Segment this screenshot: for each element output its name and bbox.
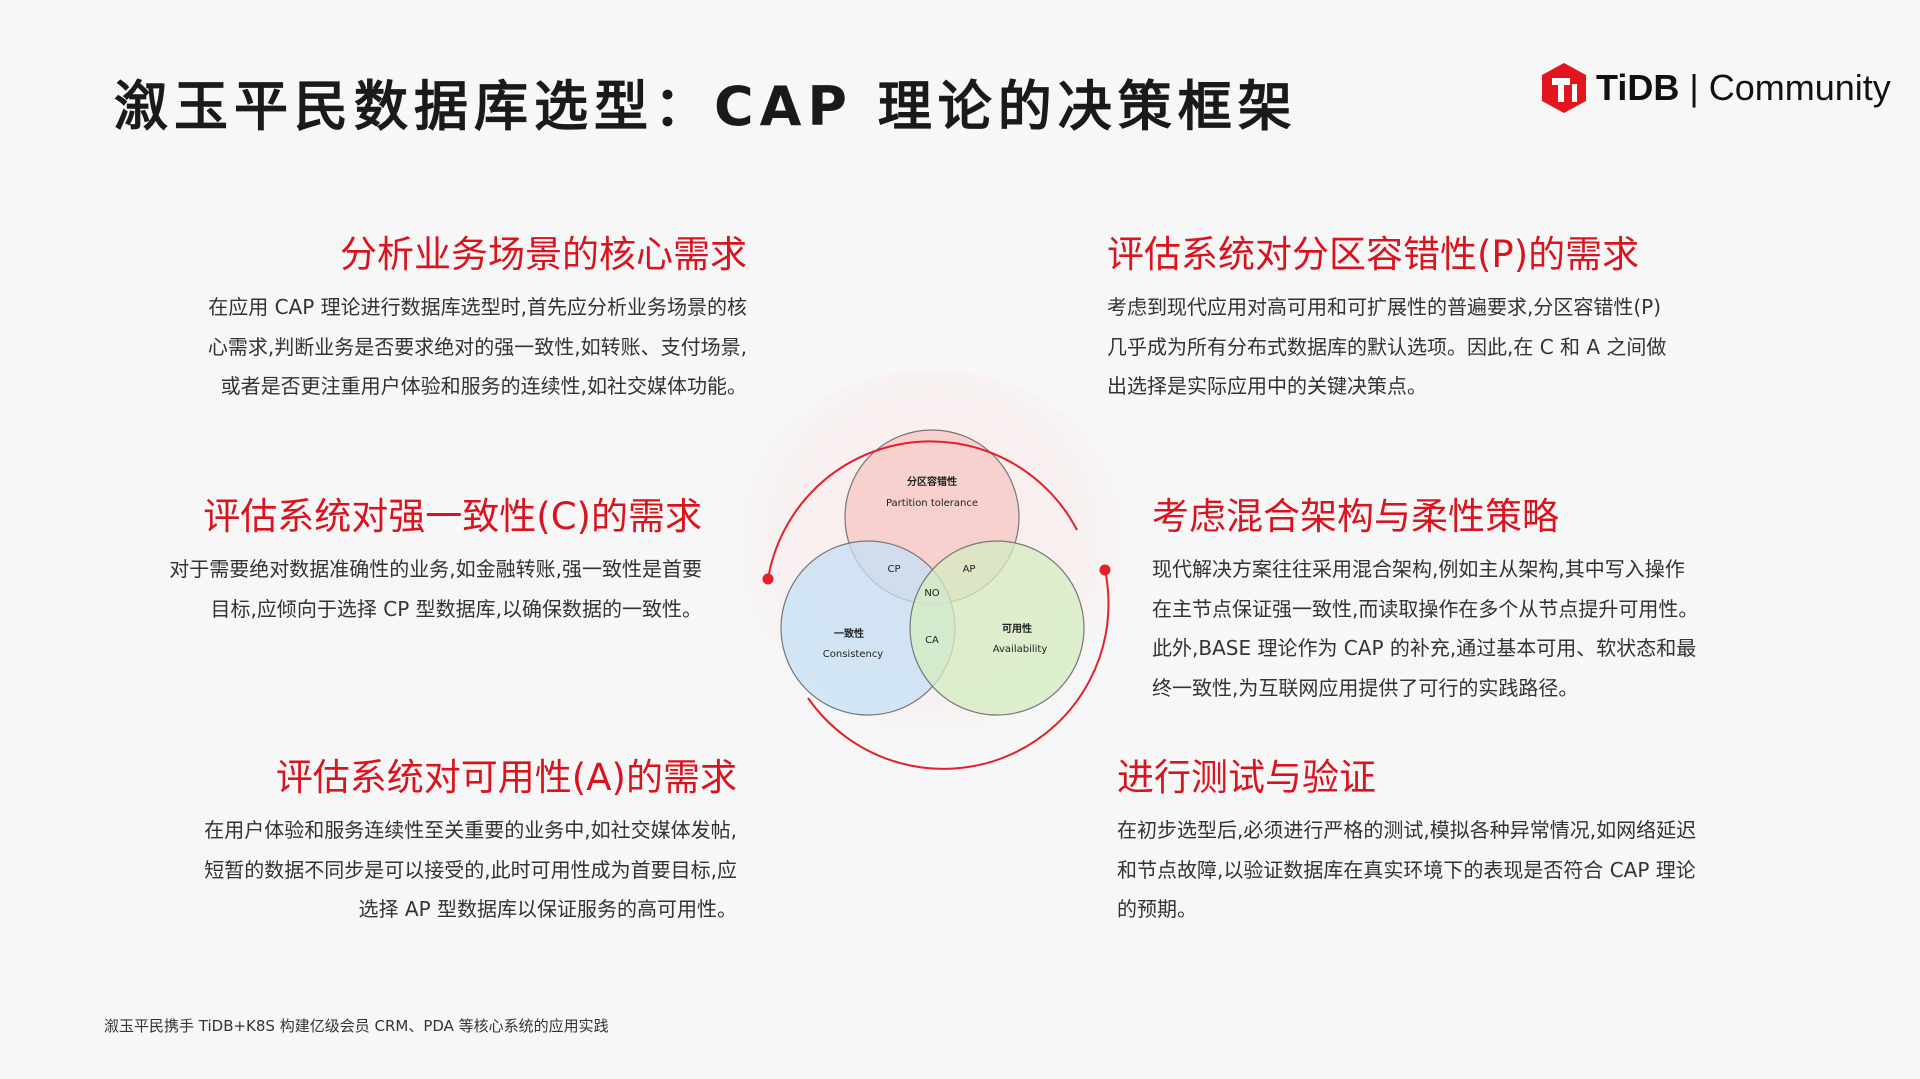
- section-text-line: 终一致性,为互联网应用提供了可行的实践路径。: [1152, 675, 1579, 700]
- ca-label: CA: [925, 635, 939, 646]
- tidb-community-logo: TiDB | Community: [1540, 62, 1891, 114]
- section-text-line: 的预期。: [1117, 897, 1197, 921]
- logo-brand: TiDB: [1596, 67, 1680, 108]
- section-text-line: 此外,BASE 理论作为 CAP 的补充,通过基本可用、软状态和最: [1152, 636, 1697, 660]
- tidb-logo-icon: [1542, 63, 1586, 113]
- upper-arc: [767, 440, 1078, 580]
- section-consistency: 评估系统对强一致性(C)的需求 对于需要绝对数据准确性的业务,如金融转账,强一致…: [62, 494, 702, 629]
- partition-label-zh: 分区容错性: [907, 475, 957, 488]
- arc-dot-right: [1099, 564, 1111, 576]
- section-availability: 评估系统对可用性(A)的需求 在用户体验和服务连续性至关重要的业务中,如社交媒体…: [97, 755, 737, 930]
- section-text-line: 在用户体验和服务连续性至关重要的业务中,如社交媒体发帖,: [204, 818, 737, 842]
- section-text-line: 选择 AP 型数据库以保证服务的高可用性。: [358, 897, 737, 921]
- section-text-line: 在初步选型后,必须进行严格的测试,模拟各种异常情况,如网络延迟: [1117, 818, 1697, 842]
- section-heading: 考虑混合架构与柔性策略: [1152, 495, 1559, 538]
- ap-label: AP: [963, 564, 976, 575]
- section-text-line: 对于需要绝对数据准确性的业务,如金融转账,强一致性是首要: [169, 557, 702, 581]
- logo-separator: |: [1689, 67, 1699, 108]
- section-text-line: 几乎成为所有分布式数据库的默认选项。因此,在 C 和 A 之间做: [1107, 334, 1667, 359]
- availability-circle: [909, 540, 1085, 716]
- consistency-label-zh: 一致性: [834, 627, 864, 640]
- availability-label-en: Availability: [993, 644, 1048, 655]
- lower-arc: [807, 569, 1110, 770]
- section-text-line: 心需求,判断业务是否要求绝对的强一致性,如转账、支付场景,: [207, 334, 747, 359]
- section-heading: 评估系统对分区容错性(P)的需求: [1107, 233, 1640, 276]
- section-heading: 评估系统对可用性(A)的需求: [275, 756, 737, 799]
- section-text-line: 和节点故障,以验证数据库在真实环境下的表现是否符合 CAP 理论: [1117, 857, 1696, 882]
- section-testing: 进行测试与验证 在初步选型后,必须进行严格的测试,模拟各种异常情况,如网络延迟 …: [1117, 755, 1757, 930]
- no-label: NO: [924, 588, 939, 599]
- section-text-line: 目标,应倾向于选择 CP 型数据库,以确保数据的一致性。: [210, 596, 702, 621]
- section-hybrid-architecture: 考虑混合架构与柔性策略 现代解决方案往往采用混合架构,例如主从架构,其中写入操作…: [1152, 494, 1792, 708]
- section-text-line: 或者是否更注重用户体验和服务的连续性,如社交媒体功能。: [220, 374, 747, 398]
- availability-label-zh: 可用性: [1002, 622, 1032, 635]
- section-text-line: 在主节点保证强一致性,而读取操作在多个从节点提升可用性。: [1152, 596, 1699, 621]
- section-text-line: 出选择是实际应用中的关键决策点。: [1107, 374, 1427, 398]
- section-text-line: 考虑到现代应用对高可用和可扩展性的普遍要求,分区容错性(P): [1107, 295, 1662, 319]
- arc-dot-left: [762, 573, 774, 585]
- consistency-label-en: Consistency: [823, 649, 884, 660]
- section-text-line: 短暂的数据不同步是可以接受的,此时可用性成为首要目标,应: [204, 857, 737, 882]
- section-business-needs: 分析业务场景的核心需求 在应用 CAP 理论进行数据库选型时,首先应分析业务场景…: [107, 232, 747, 407]
- section-heading: 评估系统对强一致性(C)的需求: [203, 495, 702, 538]
- partition-label-en: Partition tolerance: [886, 498, 978, 509]
- section-partition: 评估系统对分区容错性(P)的需求 考虑到现代应用对高可用和可扩展性的普遍要求,分…: [1107, 232, 1747, 407]
- cp-label: CP: [887, 564, 900, 575]
- section-text-line: 现代解决方案往往采用混合架构,例如主从架构,其中写入操作: [1152, 557, 1685, 581]
- footer-caption: 溆玉平民携手 TiDB+K8S 构建亿级会员 CRM、PDA 等核心系统的应用实…: [104, 1017, 609, 1035]
- page-title: 溆玉平民数据库选型：CAP 理论的决策框架: [114, 75, 1298, 138]
- logo-suffix: Community: [1708, 67, 1891, 108]
- section-heading: 分析业务场景的核心需求: [340, 233, 747, 276]
- section-text-line: 在应用 CAP 理论进行数据库选型时,首先应分析业务场景的核: [208, 295, 747, 319]
- section-heading: 进行测试与验证: [1117, 756, 1376, 799]
